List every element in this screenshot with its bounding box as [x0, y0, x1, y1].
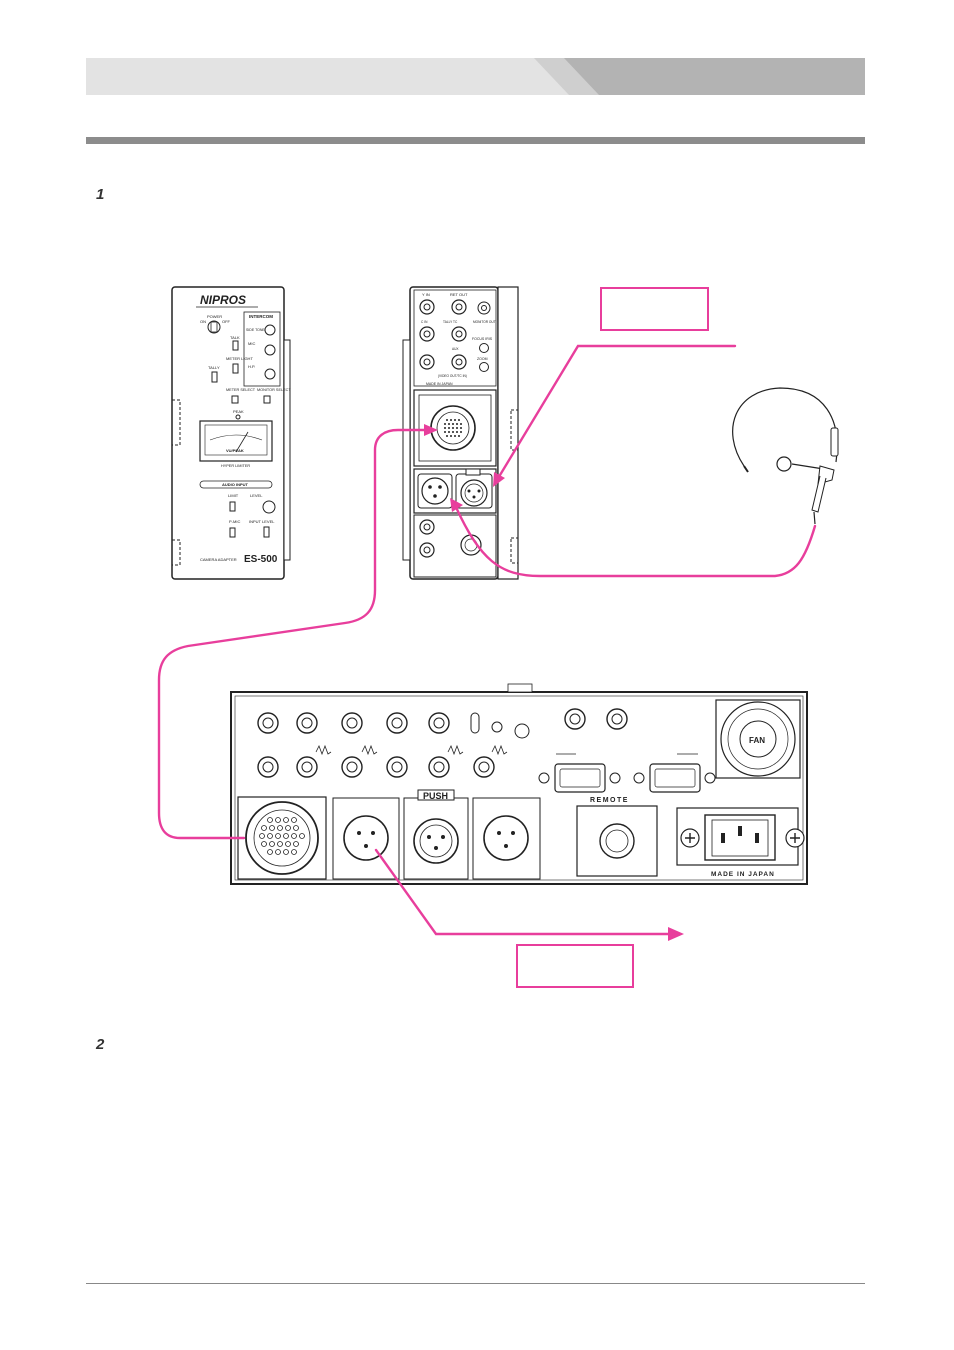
hp-label: H.P.	[248, 364, 255, 369]
made-in-japan-label: MADE IN JAPAN	[426, 382, 453, 386]
monitor-select-switch[interactable]	[263, 395, 271, 404]
power-on-label: ON	[200, 319, 206, 324]
bnc-row-lower	[257, 744, 508, 778]
talk-switch[interactable]	[232, 340, 239, 351]
focus-iris-label: FOCUS IRIS	[472, 337, 493, 341]
intercom-label: INTERCOM	[249, 314, 273, 319]
meter-select-switch[interactable]	[231, 395, 239, 404]
side-tone-label: SIDE TONE	[246, 328, 265, 332]
section-rule	[86, 137, 865, 144]
header-bar	[86, 58, 865, 95]
hp-knob[interactable]	[264, 368, 276, 380]
monitor-select-label: MONITOR SELECT	[257, 388, 291, 392]
fan-label: FAN	[749, 736, 765, 745]
y-in-label: Y IN	[422, 292, 430, 297]
connection-cables	[157, 344, 817, 936]
focus-iris-connector[interactable]	[479, 343, 489, 353]
ret-out-label: RET OUT	[450, 292, 468, 297]
power-label: POWER	[207, 314, 222, 319]
headset-mic	[776, 456, 792, 472]
model-name: ES-500	[244, 554, 278, 565]
p-mic-label: P-MIC	[229, 519, 240, 524]
zoom-label: ZOOM	[477, 357, 488, 361]
bnc-row-upper	[257, 708, 628, 739]
base-station-rear: FAN PUSH REMOTE	[230, 683, 808, 885]
limit-switch[interactable]	[229, 501, 236, 512]
side-tone-knob[interactable]	[264, 324, 276, 336]
callout-box-audio	[516, 944, 634, 988]
mic-label: MIC	[248, 341, 255, 346]
c-in-label: C IN	[421, 320, 428, 324]
meter-select-label: METER SELECT	[226, 388, 256, 392]
footer-rule	[86, 1283, 865, 1284]
brand-logo: NIPROS	[200, 293, 246, 307]
multi-connector-pins	[444, 419, 462, 437]
step-number: 1	[96, 186, 105, 203]
tally-tc-label: TALLY TC	[443, 320, 458, 324]
model-prefix: CAMERA ADAPTER	[200, 557, 237, 562]
camera-adapter-front: NIPROS POWER ON OFF INTERCOM TALK SIDE T…	[171, 286, 291, 580]
meter-light-label: METER LIGHT	[226, 356, 253, 361]
remote-label: REMOTE	[590, 797, 629, 804]
fan: FAN	[715, 699, 801, 779]
callout-box-intercom	[600, 287, 709, 331]
input-level-switch[interactable]	[263, 526, 270, 538]
push-label: PUSH	[423, 791, 448, 801]
peak-lamp	[235, 414, 241, 420]
hyper-limiter-label: HYPER LIMITER	[221, 464, 250, 468]
monitor-out-label: MONITOR OUT	[473, 320, 496, 324]
level-label: LEVEL	[250, 493, 263, 498]
meter-light-switch[interactable]	[232, 363, 239, 374]
step-number: 2	[96, 1036, 105, 1053]
headset	[732, 387, 839, 525]
limit-label: LIMIT	[228, 493, 239, 498]
peak-label: PEAK	[233, 409, 244, 414]
level-knob[interactable]	[262, 500, 276, 514]
base-multi-connector-pins	[259, 817, 305, 855]
p-mic-switch[interactable]	[229, 527, 236, 538]
vu-peak-label: VU/PEAK	[226, 448, 244, 453]
xlr-output-1[interactable]	[343, 815, 389, 861]
mic-knob[interactable]	[264, 344, 276, 356]
audio-input-label: AUDIO INPUT	[222, 482, 249, 487]
talk-label: TALK	[230, 335, 240, 340]
base-made-in-japan: MADE IN JAPAN	[711, 871, 775, 878]
input-level-label: INPUT LEVEL	[249, 519, 275, 524]
tally-lamp	[211, 371, 218, 383]
tally-label: TALLY	[208, 365, 220, 370]
xlr-output-2[interactable]	[483, 815, 529, 861]
video-out-label: (VIDEO OUT/TC IN)	[438, 374, 467, 378]
zoom-connector[interactable]	[479, 362, 489, 372]
power-off-label: OFF	[222, 319, 231, 324]
cable-arrowheads	[424, 424, 684, 941]
aux-label: AUX	[452, 347, 459, 351]
camera-adapter-rear: Y IN RET OUT MONITOR OUT C IN TALLY TC F…	[402, 286, 519, 580]
